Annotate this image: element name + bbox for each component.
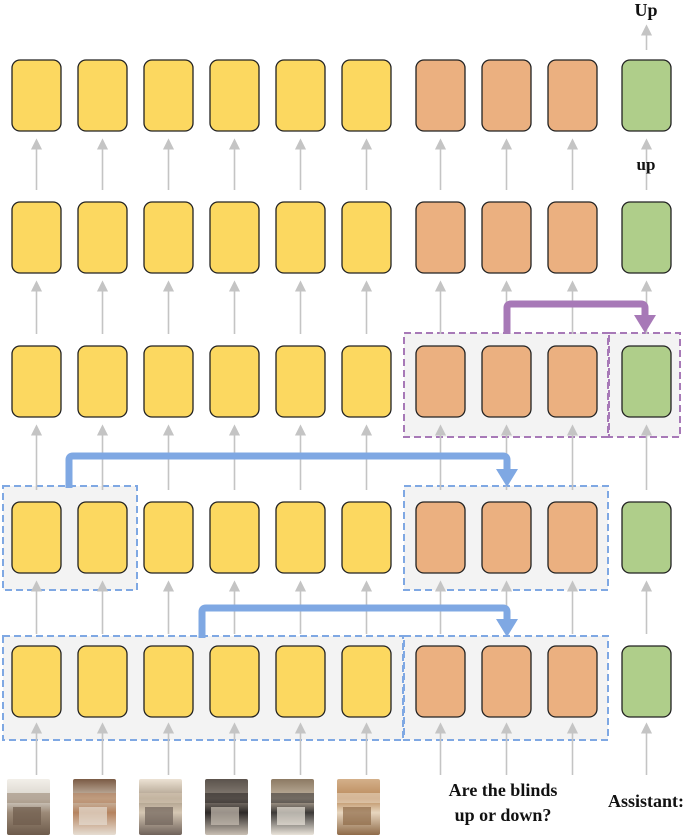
image-token <box>275 645 326 718</box>
image-token <box>11 501 62 574</box>
image-token <box>143 59 194 132</box>
image-token <box>77 201 128 274</box>
image-token <box>341 59 392 132</box>
blue-flow-arrow-upper <box>65 452 511 488</box>
kitchen-image-1-icon <box>7 779 50 835</box>
answer-token <box>621 501 672 574</box>
answer-token <box>621 645 672 718</box>
group-images-layer1 <box>2 635 404 741</box>
image-token <box>11 201 62 274</box>
output-mid-label: up <box>636 155 656 174</box>
image-token <box>341 645 392 718</box>
text-token <box>547 501 598 574</box>
text-token <box>415 501 466 574</box>
image-token <box>143 645 194 718</box>
text-token <box>415 345 466 418</box>
image-token <box>11 345 62 418</box>
assistant-label: Assistant: <box>607 791 684 811</box>
text-token <box>547 645 598 718</box>
image-token <box>209 645 260 718</box>
image-token <box>209 345 260 418</box>
image-token <box>11 645 62 718</box>
text-token <box>481 645 532 718</box>
text-token <box>481 201 532 274</box>
text-token <box>481 501 532 574</box>
text-token <box>547 201 598 274</box>
answer-token <box>621 59 672 132</box>
blue-flow-arrow-upper-head <box>496 469 518 487</box>
image-token <box>209 59 260 132</box>
image-token <box>11 59 62 132</box>
image-token <box>341 345 392 418</box>
purple-flow-arrow-head <box>634 315 656 333</box>
image-token <box>77 501 128 574</box>
image-token <box>275 59 326 132</box>
answer-token <box>621 201 672 274</box>
output-top-label: Up <box>634 0 658 20</box>
question-line-1: Are the blinds <box>448 780 558 800</box>
image-token <box>275 201 326 274</box>
image-token <box>143 345 194 418</box>
text-token <box>415 201 466 274</box>
kitchen-image-3-icon <box>139 779 182 835</box>
kitchen-image-2-icon <box>73 779 116 835</box>
text-token <box>415 645 466 718</box>
blue-flow-arrow-lower <box>198 604 511 638</box>
kitchen-image-4-icon <box>205 779 248 835</box>
answer-token <box>621 345 672 418</box>
blue-flow-arrow-lower-head <box>496 619 518 637</box>
kitchen-image-5-icon <box>271 779 314 835</box>
image-token <box>209 201 260 274</box>
text-token <box>481 345 532 418</box>
text-token <box>481 59 532 132</box>
image-token <box>275 345 326 418</box>
image-token <box>77 345 128 418</box>
image-token <box>275 501 326 574</box>
text-token <box>547 59 598 132</box>
image-token <box>341 501 392 574</box>
text-token <box>415 59 466 132</box>
image-token <box>209 501 260 574</box>
image-token <box>341 201 392 274</box>
image-token <box>77 59 128 132</box>
image-token <box>143 201 194 274</box>
purple-flow-arrow <box>503 300 649 334</box>
question-line-2: up or down? <box>454 805 552 825</box>
question-text: Are the blinds up or down? <box>412 778 594 828</box>
image-token <box>143 501 194 574</box>
image-token <box>77 645 128 718</box>
text-token <box>547 345 598 418</box>
kitchen-image-6-icon <box>337 779 380 835</box>
